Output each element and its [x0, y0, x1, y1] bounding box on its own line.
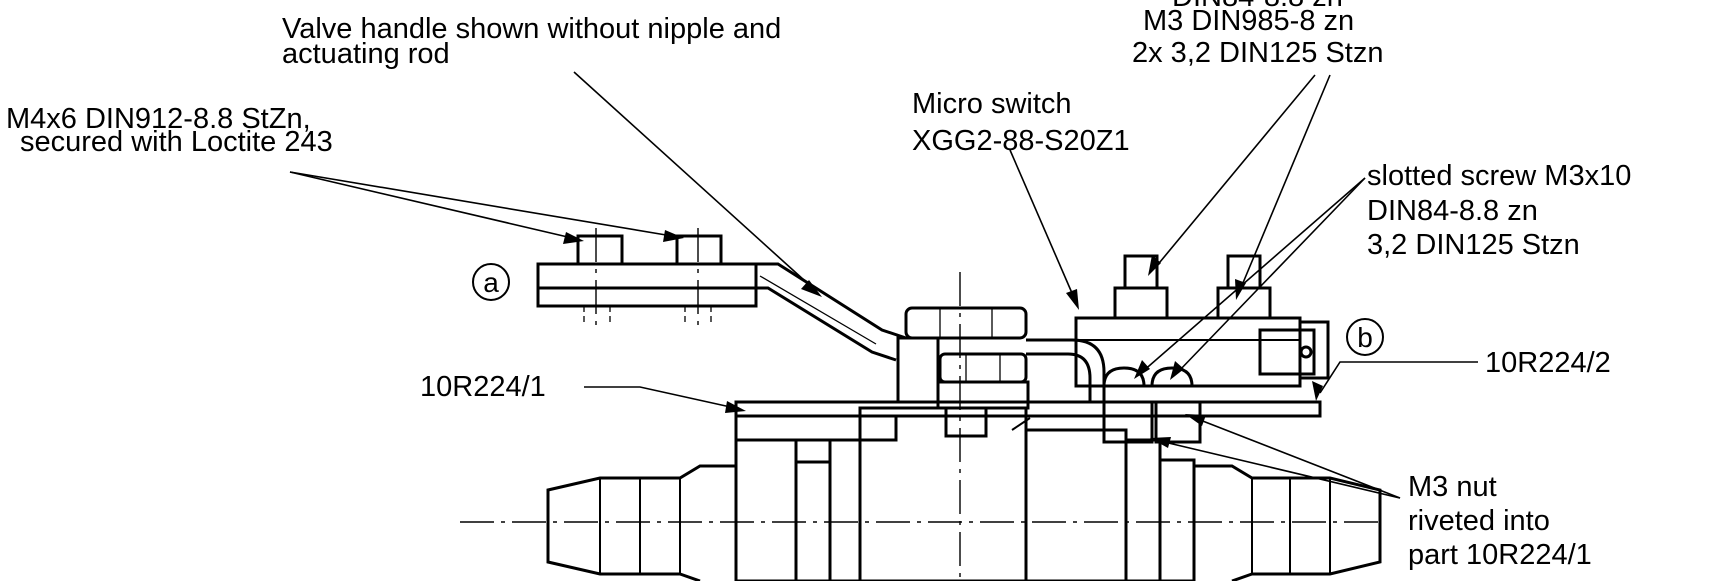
microswitch-label-line1: Micro switch	[912, 88, 1072, 120]
leader-slotted-1	[1141, 177, 1366, 373]
slotted-screw-label-line3: 3,2 DIN125 Stzn	[1367, 229, 1580, 261]
leader-top-spec-2	[1239, 74, 1331, 291]
bracket-10R224-2	[734, 400, 1322, 418]
leader-m4-screw-1	[289, 171, 573, 239]
nut-label-line3: part 10R224/1	[1408, 539, 1592, 571]
part-left-label: 10R224/1	[420, 371, 546, 403]
arrowhead	[1066, 289, 1079, 310]
top-spec-label-line1: M3 DIN985-8 zn	[1143, 5, 1354, 37]
top-spec-label-line0: DIN84-8.8 zn	[1172, 0, 1343, 13]
valve-handle-label-line1: Valve handle shown without nipple and	[282, 13, 781, 45]
leader-top-spec-1	[1154, 74, 1316, 269]
marker-b-text: b	[1357, 322, 1373, 353]
slotted-screw-label-line2: DIN84-8.8 zn	[1367, 195, 1538, 227]
switch-bolt-1	[1123, 254, 1159, 290]
m4-screw-head-2	[675, 234, 723, 266]
m4-screw-head-1	[576, 234, 624, 266]
bracket-plates	[734, 400, 1322, 444]
leader-nut-2	[1194, 417, 1401, 499]
bracket-10R224-1	[734, 414, 898, 442]
leader-part-right	[1319, 361, 1478, 394]
arrowhead	[801, 280, 822, 297]
nut-label-line2: riveted into	[1408, 505, 1550, 537]
valve-handle	[536, 234, 907, 362]
slotted-screw-2	[1150, 366, 1194, 388]
detail-marker-b: b	[1346, 318, 1384, 356]
slotted-screw-1	[1102, 366, 1146, 388]
leader-nut-1	[1159, 440, 1401, 499]
leader-valve-handle	[573, 71, 816, 291]
switch-bolt-2	[1226, 254, 1262, 290]
slotted-screw-label-line1: slotted screw M3x10	[1367, 160, 1631, 192]
leader-m4-screw-2	[289, 171, 673, 237]
arrowhead	[563, 232, 584, 244]
stem-nut-assembly	[896, 306, 1106, 438]
screw-m4-label-line2: secured with Loctite 243	[20, 126, 333, 158]
valve-handle-label-line2: actuating rod	[282, 38, 450, 70]
m3-nut-1	[1113, 286, 1169, 320]
leader-microswitch	[1009, 149, 1076, 301]
arrowhead	[1148, 255, 1161, 276]
arrowhead	[663, 230, 684, 242]
detail-marker-a: a	[472, 263, 510, 301]
screw-m4-label-line1: M4x6 DIN912-8.8 StZn,	[6, 103, 311, 135]
center-lines	[460, 228, 1385, 581]
top-spec-label-line2: 2x 3,2 DIN125 Stzn	[1132, 37, 1383, 69]
leader-lines	[289, 71, 1478, 499]
nut-label-line1: M3 nut	[1408, 471, 1497, 503]
microswitch-label-line2: XGG2-88-S20Z1	[912, 125, 1130, 157]
leader-part-left	[584, 386, 736, 409]
part-right-label: 10R224/2	[1485, 347, 1611, 379]
arrowhead	[1170, 361, 1184, 380]
valve-body	[546, 406, 1382, 581]
arrowhead	[1134, 360, 1150, 379]
micro-switch	[1074, 254, 1330, 388]
arrowhead	[1312, 381, 1323, 401]
marker-a-text: a	[483, 267, 499, 298]
